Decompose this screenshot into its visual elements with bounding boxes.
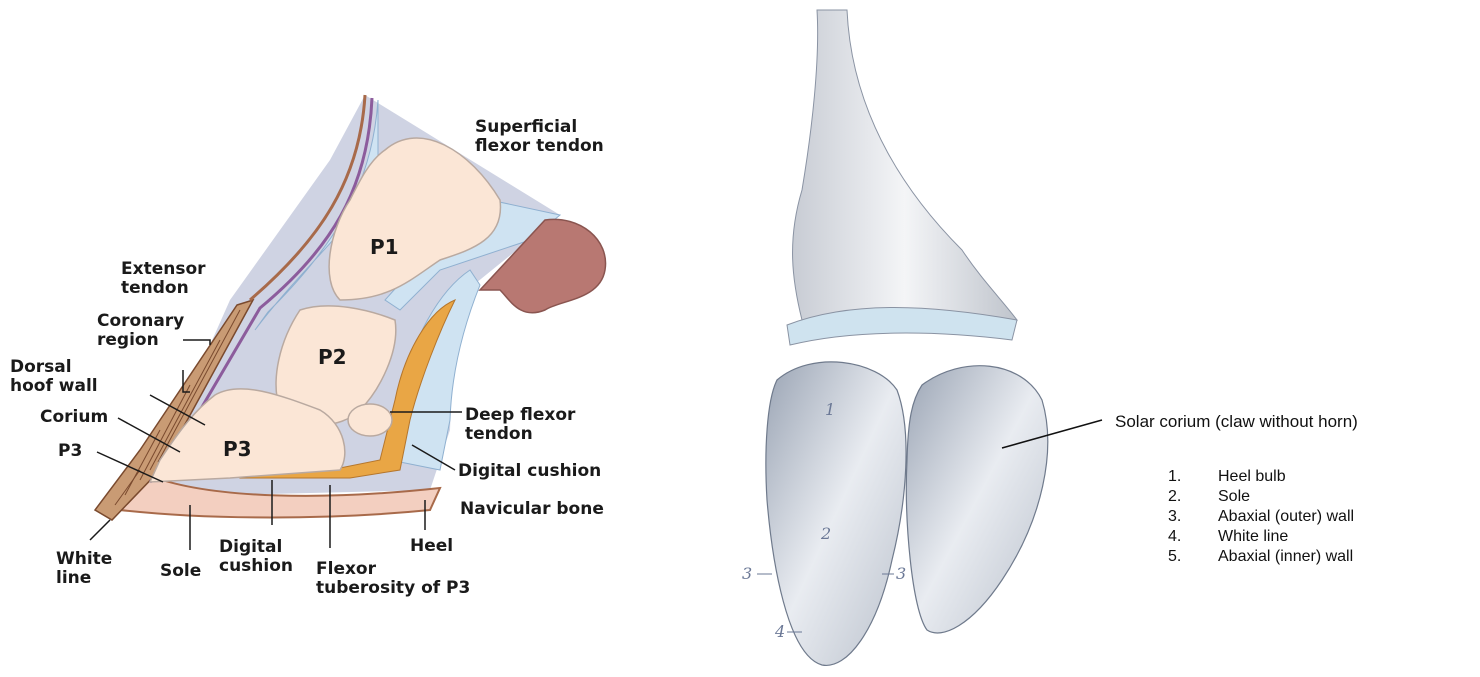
right-claw [906,366,1047,633]
label-deep-flexor-tendon: Deep flexor tendon [465,406,575,444]
bone-label-p2: P2 [318,345,347,369]
legend-item: 4.White line [1168,527,1354,547]
label-p3-pointer: P3 [58,442,82,461]
label-digital-cushion-right: Digital cushion [458,462,601,481]
legend-item: 3.Abaxial (outer) wall [1168,507,1354,527]
claw-legend: 1.Heel bulb 2.Sole 3.Abaxial (outer) wal… [1168,467,1354,567]
bone-label-p3: P3 [223,437,252,461]
label-sole: Sole [160,562,201,581]
legend-item: 5.Abaxial (inner) wall [1168,547,1354,567]
sketch-number-3-left: 3 [742,564,752,583]
solar-corium-caption: Solar corium (claw without horn) [1115,412,1358,432]
left-claw [766,362,906,666]
sketch-number-4: 4 [775,622,785,641]
sketch-number-3-right: 3 [896,564,906,583]
sketch-number-2: 2 [821,524,831,543]
navicular-bone-shape [348,404,392,436]
label-navicular-bone: Navicular bone [460,500,604,519]
leg-shape [793,10,1017,320]
legend-item: 1.Heel bulb [1168,467,1354,487]
sketch-number-1: 1 [825,400,835,419]
label-flexor-tuberosity: Flexor tuberosity of P3 [316,560,470,598]
label-corium: Corium [40,408,108,427]
label-heel: Heel [410,537,453,556]
label-superficial-flexor-tendon: Superficial flexor tendon [475,118,604,156]
label-digital-cushion-bottom: Digital cushion [219,538,293,576]
legend-item: 2.Sole [1168,487,1354,507]
label-dorsal-hoof-wall: Dorsal hoof wall [10,358,98,396]
bone-label-p1: P1 [370,235,399,259]
label-coronary-region: Coronary region [97,312,184,350]
label-extensor-tendon: Extensor tendon [121,260,206,298]
label-white-line: White line [56,550,112,588]
